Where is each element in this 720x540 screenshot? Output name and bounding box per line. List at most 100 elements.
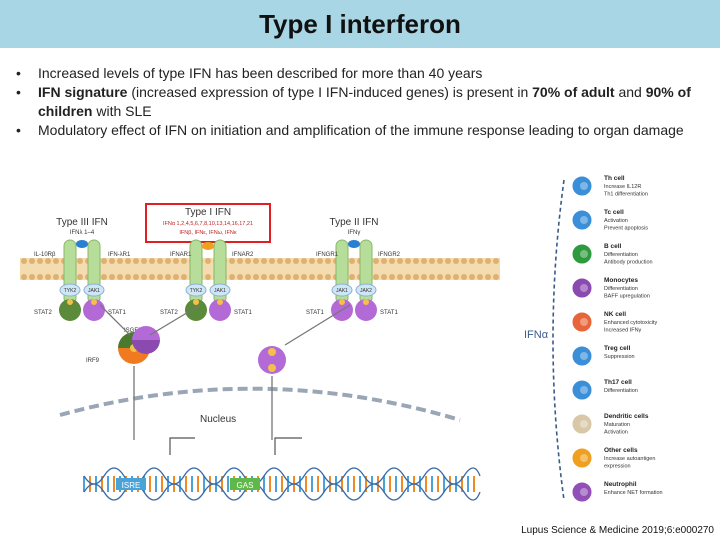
isre-element	[116, 478, 146, 490]
bracket-line	[552, 179, 565, 501]
cell-name: Dendritic cells	[604, 413, 649, 420]
phosphate	[217, 299, 223, 305]
type1-sub1: IFNα 1,2,4,5,6,7,8,10,13,14,16,17,21	[163, 221, 253, 227]
cell-name: Other cells	[604, 447, 638, 454]
kinase-label: JAK2	[360, 288, 372, 294]
stat-label: STAT2	[160, 310, 178, 316]
cell-nucleus	[580, 420, 588, 428]
type1-ligand	[202, 242, 214, 250]
membrane-bead	[21, 258, 27, 264]
receptor-label: IFN-λR1	[108, 252, 131, 258]
membrane-bead	[181, 274, 187, 280]
type1-sub2: IFNβ, IFNε, IFNω, IFNκ	[179, 230, 237, 236]
cell-name: NK cell	[604, 311, 626, 318]
membrane-bead	[37, 274, 43, 280]
membrane-bead	[397, 258, 403, 264]
membrane-bead	[437, 258, 443, 264]
membrane-bead	[29, 258, 35, 264]
cell-effect: Enhanced cytotoxicity	[604, 320, 657, 326]
membrane-bead	[37, 258, 43, 264]
membrane-bead	[477, 274, 483, 280]
cell-nucleus	[580, 318, 588, 326]
membrane-bead	[421, 258, 427, 264]
membrane-bead	[21, 274, 27, 280]
type3-sub: IFNλ 1–4	[70, 230, 95, 236]
kinase	[331, 283, 353, 297]
cell-effect: Differentiation	[604, 388, 638, 394]
membrane-bead	[301, 258, 307, 264]
bullet-item: Increased levels of type IFN has been de…	[14, 64, 714, 83]
cell-effect: Activation	[604, 218, 628, 224]
kinase-label: JAK1	[88, 288, 100, 294]
membrane-bead	[125, 274, 131, 280]
membrane-bead	[261, 258, 267, 264]
stat-label: STAT2	[34, 310, 52, 316]
membrane-bead	[149, 258, 155, 264]
membrane-bead	[157, 274, 163, 280]
gas-label: GAS	[237, 481, 254, 490]
cell-effect: BAFF upregulation	[604, 294, 650, 300]
bullet-text: and	[614, 84, 646, 100]
membrane-bead	[117, 258, 123, 264]
membrane-bead	[133, 274, 139, 280]
transcription-arrow-2	[274, 437, 302, 455]
page-title: Type I interferon	[259, 8, 461, 39]
membrane-bead	[349, 274, 355, 280]
stat-label: STAT1	[234, 310, 252, 316]
type3-ligand	[76, 240, 88, 248]
membrane-bead	[229, 274, 235, 280]
membrane-bead	[325, 274, 331, 280]
membrane-bead	[141, 258, 147, 264]
membrane-bead	[45, 258, 51, 264]
dna-strand	[83, 483, 481, 501]
type3-title: Type III IFN	[56, 217, 108, 228]
cell-name: Th cell	[604, 175, 625, 182]
membrane-bead	[373, 274, 379, 280]
stat-protein	[185, 299, 207, 321]
membrane-bead	[285, 274, 291, 280]
kinase	[83, 283, 105, 297]
phosphate	[363, 299, 369, 305]
membrane-bead	[317, 258, 323, 264]
th-cell-icon	[571, 175, 593, 197]
cell-name: Tc cell	[604, 209, 624, 216]
stat-label: STAT1	[380, 310, 398, 316]
isgf3-label: ISGF3	[124, 328, 142, 334]
gaf-dimer	[258, 346, 286, 374]
membrane-bead	[101, 258, 107, 264]
membrane-bead	[405, 274, 411, 280]
membrane-bead	[301, 274, 307, 280]
membrane-bead	[469, 258, 475, 264]
membrane-bead	[421, 274, 427, 280]
bullet-text: 70% of adult	[532, 84, 615, 100]
dna-strand	[83, 467, 481, 485]
gas-element	[230, 478, 260, 490]
membrane-bead	[445, 274, 451, 280]
bullet-item: Modulatory effect of IFN on initiation a…	[14, 121, 714, 140]
membrane-bead	[413, 274, 419, 280]
membrane-bead	[429, 274, 435, 280]
membrane-bead	[77, 258, 83, 264]
membrane-bead	[317, 274, 323, 280]
cell-nucleus	[580, 250, 588, 258]
membrane-bead	[245, 258, 251, 264]
isgf3-complex	[118, 326, 160, 364]
nucleus-label: Nucleus	[200, 414, 236, 425]
stat-label: STAT1	[108, 310, 126, 316]
kinase-label: JAK1	[336, 288, 348, 294]
type1-title: Type I IFN	[185, 207, 231, 218]
bullet-text: (increased expression of type I IFN-indu…	[127, 84, 533, 100]
signal-arrows	[99, 304, 351, 440]
type2-ligand	[348, 240, 360, 248]
membrane-bead	[389, 274, 395, 280]
membrane-bead	[205, 258, 211, 264]
membrane-bead	[229, 258, 235, 264]
membrane-bead	[405, 258, 411, 264]
bullet-text: IFN signature	[38, 84, 128, 100]
bullet-text: Modulatory effect of IFN on initiation a…	[38, 122, 684, 138]
membrane-bead	[269, 274, 275, 280]
